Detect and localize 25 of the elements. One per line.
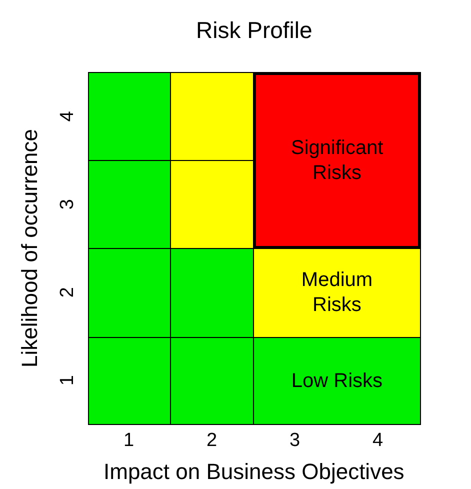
axis-title: Impact on Business Objectives xyxy=(104,461,404,483)
axis-title: Likelihood of occurrence xyxy=(19,129,41,368)
grid-cell xyxy=(88,248,171,338)
tick-label: 1 xyxy=(58,374,76,386)
grid-cell xyxy=(88,337,171,425)
risk-zone xyxy=(253,72,421,249)
grid-cell xyxy=(88,160,171,249)
grid-cell xyxy=(170,160,254,249)
tick-label: 1 xyxy=(124,430,134,450)
tick-label: 3 xyxy=(58,198,76,210)
chart-title: Risk Profile xyxy=(196,18,312,42)
grid-cell xyxy=(170,337,254,425)
zone-label: Low Risks xyxy=(291,368,383,394)
tick-label: 2 xyxy=(206,430,218,450)
grid-cell xyxy=(170,72,254,161)
zone-label: Medium Risks xyxy=(300,268,374,318)
grid-cell xyxy=(88,72,171,161)
zone-label: Significant Risks xyxy=(290,136,384,186)
grid-cell xyxy=(170,248,254,338)
tick-label: 2 xyxy=(58,286,76,298)
tick-label: 3 xyxy=(290,430,300,450)
risk-zone xyxy=(253,337,421,425)
risk-zone xyxy=(253,248,421,338)
tick-label: 4 xyxy=(372,430,384,450)
tick-label: 4 xyxy=(58,110,76,122)
